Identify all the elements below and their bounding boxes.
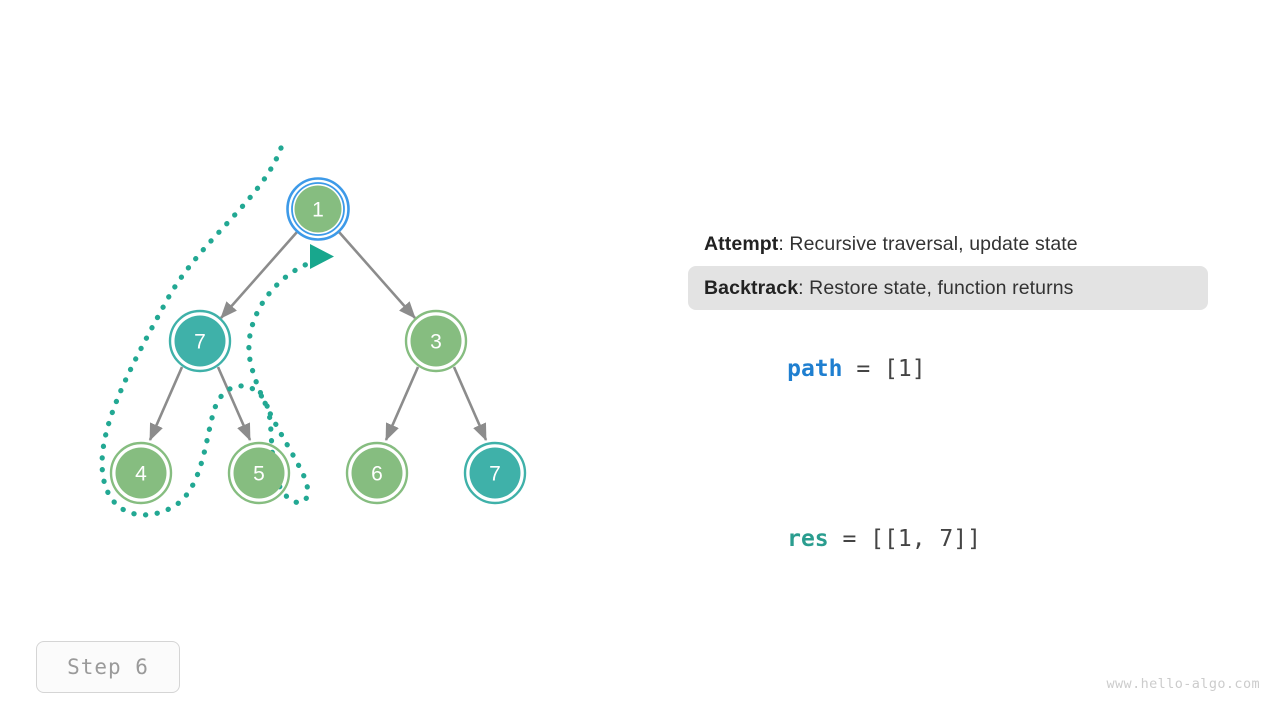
- legend-attempt-text: : Recursive traversal, update state: [778, 232, 1078, 255]
- tree-node-3[interactable]: 3: [404, 309, 468, 373]
- legend-backtrack-text: : Restore state, function returns: [798, 276, 1074, 299]
- code-line-path: path = [1]: [688, 330, 1208, 408]
- tree-nodes: 1 7 3 4: [109, 177, 527, 505]
- node-7-right-label: 7: [489, 463, 501, 486]
- edge-7-5: [216, 366, 252, 441]
- node-6-ring: [345, 441, 409, 505]
- code-variable-res: res: [787, 526, 829, 552]
- step-badge: Step 6: [36, 641, 180, 693]
- node-3-ring: [404, 309, 468, 373]
- node-1-outer-highlight-ring: [286, 177, 350, 241]
- node-7-right-fill: [469, 447, 521, 499]
- tree-node-4[interactable]: 4: [109, 441, 173, 505]
- node-5-ring: [227, 441, 291, 505]
- trail-path: [99, 145, 315, 518]
- node-3-fill: [410, 315, 462, 367]
- tree-node-7-left[interactable]: 7: [168, 309, 232, 373]
- code-variable-path: path: [787, 356, 843, 382]
- tree-node-5[interactable]: 5: [227, 441, 291, 505]
- node-4-label: 4: [135, 463, 147, 486]
- step-badge-label: Step 6: [67, 655, 149, 679]
- legend-backtrack-keyword: Backtrack: [704, 276, 799, 299]
- legend-row-backtrack: Backtrack: Restore state, function retur…: [688, 266, 1208, 310]
- node-3-label: 3: [430, 331, 442, 354]
- node-4-fill: [115, 447, 167, 499]
- node-7-left-ring: [168, 309, 232, 373]
- node-7-left-label: 7: [194, 331, 206, 354]
- code-expression-path: = [1]: [842, 356, 926, 382]
- edge-3-6: [384, 366, 420, 441]
- node-1-label: 1: [312, 199, 324, 222]
- edge-1-3: [338, 231, 416, 319]
- explanation-panel: Attempt: Recursive traversal, update sta…: [688, 222, 1208, 578]
- node-6-label: 6: [371, 463, 383, 486]
- binary-tree-diagram: 1 7 3 4: [99, 145, 527, 518]
- edge-7-4: [148, 366, 184, 441]
- legend-attempt-keyword: Attempt: [704, 232, 779, 255]
- tree-node-6[interactable]: 6: [345, 441, 409, 505]
- tree-node-7-right[interactable]: 7: [463, 441, 527, 505]
- watermark-text: www.hello-algo.com: [1106, 676, 1260, 692]
- watermark: www.hello-algo.com: [1107, 676, 1261, 692]
- edge-3-7: [452, 366, 488, 441]
- tree-edges: [148, 231, 488, 441]
- code-line-res: res = [[1, 7]]: [688, 500, 1208, 578]
- node-1-fill: [294, 185, 342, 233]
- node-4-ring: [109, 441, 173, 505]
- edge-1-7: [220, 231, 298, 319]
- code-expression-res: = [[1, 7]]: [828, 526, 981, 552]
- node-5-label: 5: [253, 463, 265, 486]
- backtrack-trail: [99, 145, 334, 518]
- node-5-fill: [233, 447, 285, 499]
- legend-row-attempt: Attempt: Recursive traversal, update sta…: [688, 222, 1208, 266]
- node-6-fill: [351, 447, 403, 499]
- node-7-left-fill: [174, 315, 226, 367]
- node-7-right-ring: [463, 441, 527, 505]
- tree-node-1[interactable]: 1: [286, 177, 350, 241]
- node-1-inner-ring: [291, 182, 345, 236]
- trail-arrowhead-icon: [310, 244, 334, 269]
